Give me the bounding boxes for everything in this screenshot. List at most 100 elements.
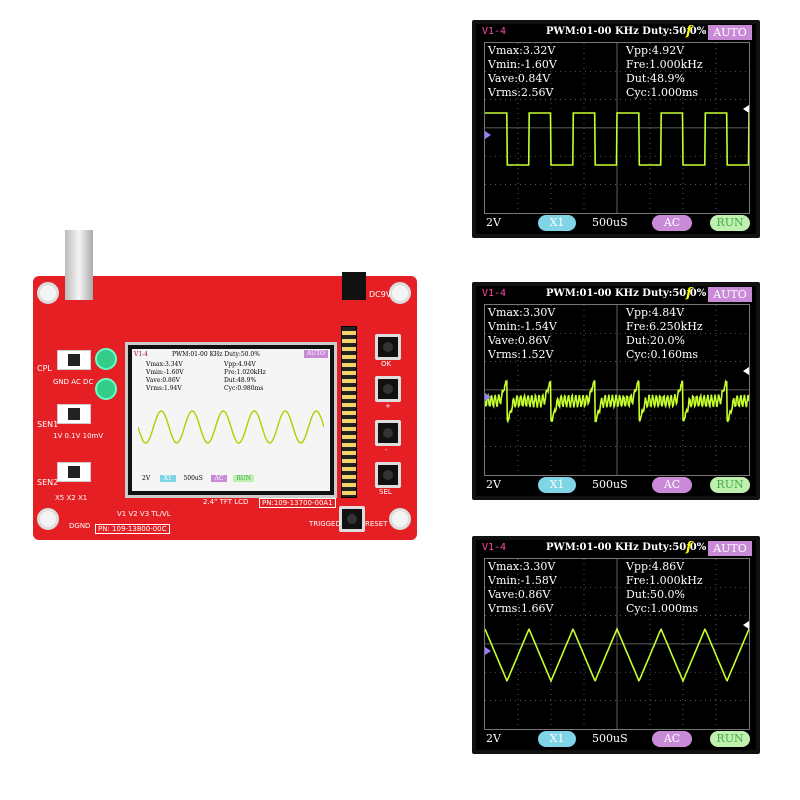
coupling-mode[interactable]: AC (652, 731, 692, 747)
lcd-auto: AUTO (303, 350, 328, 358)
readout-line: Fre:6.250kHz (626, 320, 703, 333)
level-marker-icon (743, 621, 749, 629)
waveform-trace (485, 626, 749, 684)
scope-screenshot-2: V1-4 PWM:01-00 KHz Duty:50.0% f AUTO Vma… (472, 282, 760, 500)
channel-label: V1-4 (482, 288, 507, 299)
volts-per-div[interactable]: 2V (486, 478, 501, 491)
time-per-div[interactable]: 500uS (592, 478, 628, 491)
time-per-div[interactable]: 500uS (592, 216, 628, 229)
readout-line: Vmin:-1.54V (488, 320, 557, 333)
readout-line: Dut:50.0% (626, 588, 685, 601)
pwm-readout: PWM:01-00 KHz Duty:50.0% (546, 288, 707, 299)
readout-line: Dut:20.0% (626, 334, 685, 347)
run-state[interactable]: RUN (710, 477, 750, 493)
pwm-readout: PWM:01-00 KHz Duty:50.0% (546, 542, 707, 553)
ok-label: OK (381, 360, 392, 368)
waveform-grid (484, 304, 750, 476)
dc-power-jack (342, 272, 366, 300)
trim-pot[interactable] (95, 348, 117, 370)
run-state[interactable]: RUN (710, 215, 750, 231)
coupling-switch[interactable] (57, 350, 91, 370)
scope-display: V1-4 PWM:01-00 KHz Duty:50.0% f AUTO Vma… (476, 540, 756, 750)
coupling-mode[interactable]: AC (652, 477, 692, 493)
readout-line: Vpp:4.92V (626, 44, 685, 57)
readout-line: Cyc:1.000ms (626, 602, 699, 615)
mount-hole (389, 508, 411, 530)
readout-line: Vpp:4.84V (626, 306, 685, 319)
oscilloscope-board: DC9V CPL GND AC DC SEN1 1V 0.1V 10mV SEN… (33, 230, 417, 540)
lcd-pwm: PWM:01-00 KHz Duty:50.0% (172, 351, 260, 358)
minus-button[interactable] (375, 420, 401, 446)
readout-line: Fre:1.000kHz (626, 58, 703, 71)
tft-lcd: V1-4 PWM:01-00 KHz Duty:50.0% AUTO Vmax:… (125, 342, 337, 498)
probe-multiplier[interactable]: X1 (538, 477, 576, 493)
function-icon: f (686, 24, 692, 39)
sen2-label: SEN2 (37, 478, 59, 487)
sensitivity-switch-2[interactable] (57, 462, 91, 482)
sensitivity-switch-1[interactable] (57, 404, 91, 424)
trigger-mode-badge[interactable]: AUTO (708, 25, 752, 40)
time-per-div[interactable]: 500uS (592, 732, 628, 745)
readout-line: Vmax:3.30V (488, 560, 556, 573)
volts-per-div[interactable]: 2V (486, 732, 501, 745)
readout-line: Dut:48.9% (626, 72, 685, 85)
coupling-mode[interactable]: AC (652, 215, 692, 231)
channel-label: V1-4 (482, 542, 507, 553)
lcd-waveform (138, 410, 324, 444)
mount-hole (389, 282, 411, 304)
scope-screenshot-3: V1-4 PWM:01-00 KHz Duty:50.0% f AUTO Vma… (472, 536, 760, 754)
sen1-label: SEN1 (37, 420, 59, 429)
lcd-channel: V1-4 (134, 351, 148, 358)
waveform-trace (485, 379, 749, 424)
trigged-label: TRIGGED (309, 520, 341, 528)
trigger-marker-icon (485, 647, 491, 655)
scope-display: V1-4 PWM:01-00 KHz Duty:50.0% f AUTO Vma… (476, 24, 756, 234)
waveform-grid (484, 42, 750, 214)
scope-screenshot-1: V1-4 PWM:01-00 KHz Duty:50.0% f AUTO Vma… (472, 20, 760, 238)
probe-multiplier[interactable]: X1 (538, 215, 576, 231)
dgnd-label: DGND (69, 522, 91, 530)
lcd-footer: 2V X1 500uS AC RUN (142, 475, 322, 483)
readout-line: Vmin:-1.60V (488, 58, 557, 71)
level-marker-icon (743, 105, 749, 113)
sel-button[interactable] (375, 462, 401, 488)
run-state[interactable]: RUN (710, 731, 750, 747)
readout-line: Vpp:4.86V (626, 560, 685, 573)
sel-label: SEL (379, 488, 392, 496)
volts-per-div[interactable]: 2V (486, 216, 501, 229)
dc-label: DC9V (369, 290, 392, 299)
trigger-mode-badge[interactable]: AUTO (708, 541, 752, 556)
function-icon: f (686, 540, 692, 555)
readout-line: Vrms:1.66V (488, 602, 554, 615)
voltage-labels: V1 V2 V3 TL/VL (117, 510, 171, 518)
bnc-probe-connector (65, 230, 93, 300)
trim-pot[interactable] (95, 378, 117, 400)
board-pn: PN: 109-13800-00C (95, 524, 170, 534)
trigger-marker-icon (485, 131, 491, 139)
plus-button[interactable] (375, 376, 401, 402)
reset-button[interactable] (339, 506, 365, 532)
status-bar: V1-4 PWM:01-00 KHz Duty:50.0% f AUTO (476, 540, 756, 556)
readout-line: Fre:1.000kHz (626, 574, 703, 587)
cpl-label: CPL (37, 364, 52, 373)
function-icon: f (686, 286, 692, 301)
level-marker-icon (743, 367, 749, 375)
readout-line: Vave:0.86V (488, 334, 551, 347)
probe-multiplier[interactable]: X1 (538, 731, 576, 747)
mount-hole (37, 282, 59, 304)
trigger-mode-badge[interactable]: AUTO (708, 287, 752, 302)
ok-button[interactable] (375, 334, 401, 360)
scope-footer: 2V X1 500uS AC RUN (476, 728, 756, 750)
readout-line: Vrms:2.56V (488, 86, 554, 99)
waveform-trace (485, 112, 749, 166)
channel-label: V1-4 (482, 26, 507, 37)
coupling-label: GND AC DC (53, 378, 94, 386)
scope-footer: 2V X1 500uS AC RUN (476, 474, 756, 496)
minus-label: - (385, 446, 388, 454)
